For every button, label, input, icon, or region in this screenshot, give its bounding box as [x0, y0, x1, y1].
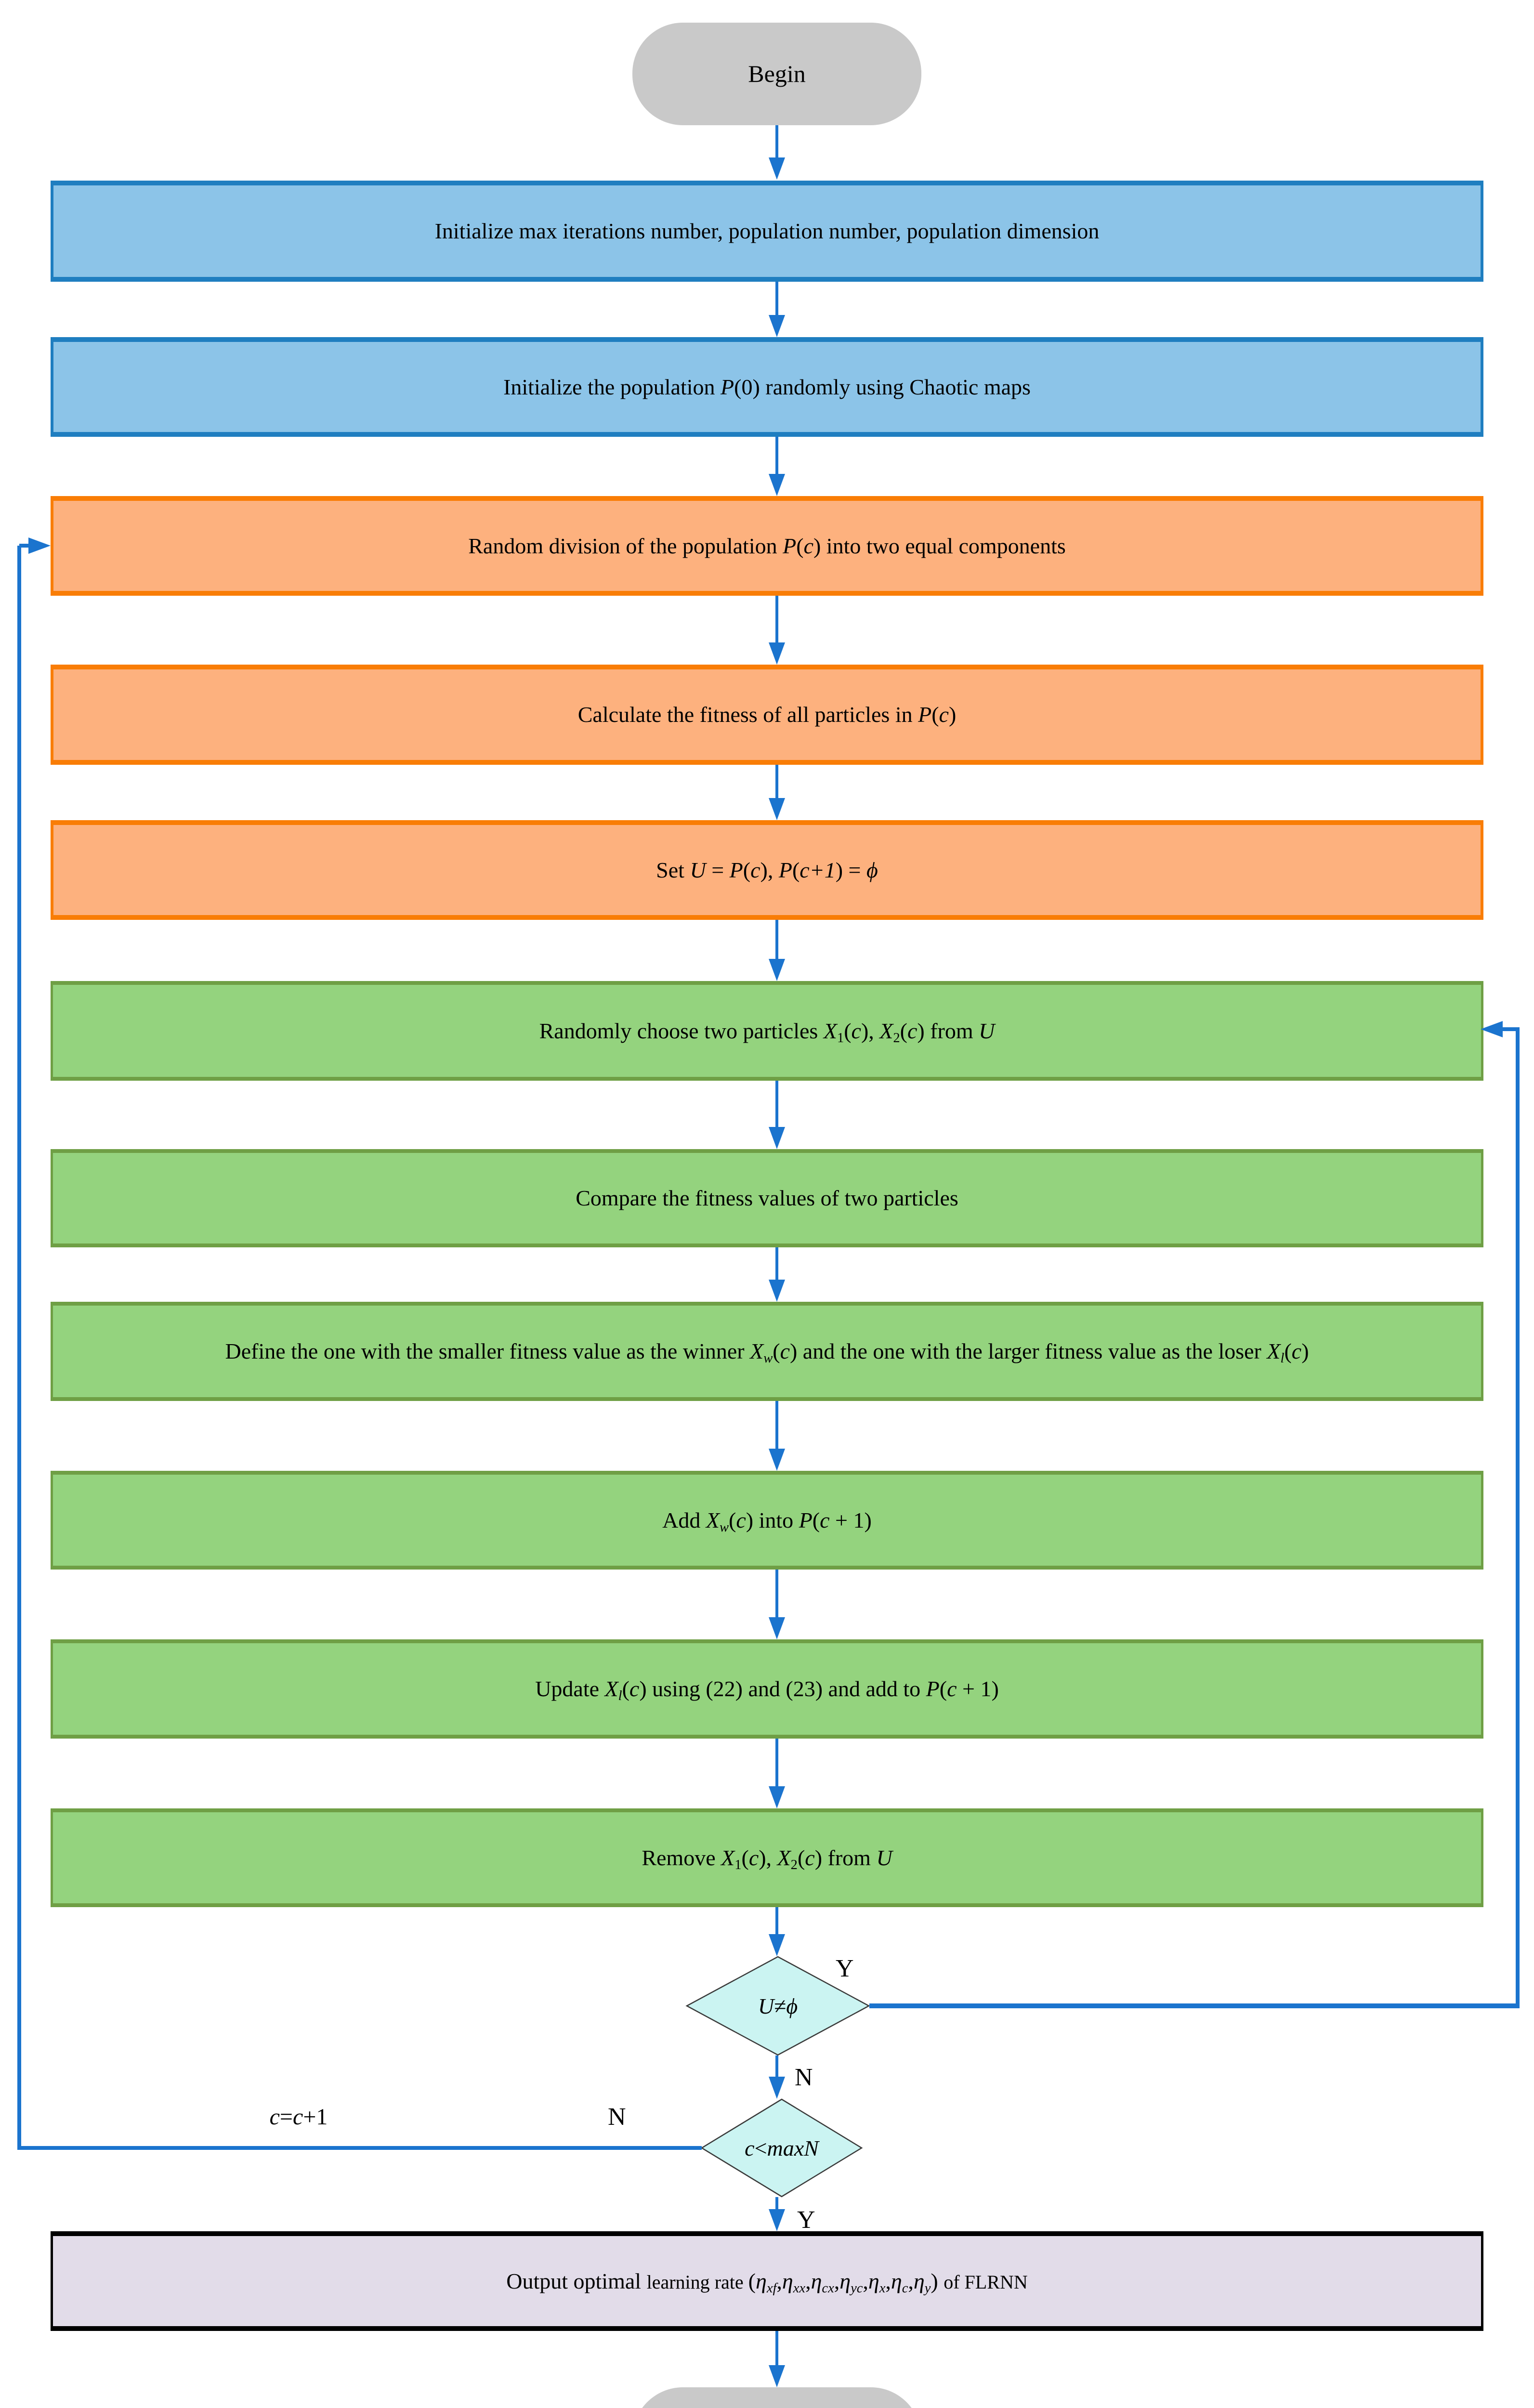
initialize-parameters-label: Initialize max iterations number, popula… — [434, 219, 1100, 244]
arrow-init-to-population-head — [769, 315, 785, 337]
arrow-division-to-fitness-line — [775, 596, 778, 644]
label-yes-c: Y — [797, 2206, 815, 2234]
arrow-update-to-remove-line — [775, 1739, 778, 1788]
c-less-maxn-label: c<maxN — [745, 2135, 819, 2160]
edge-yes-u-vertical — [1516, 1029, 1520, 2006]
arrow-output-to-end-head — [769, 2365, 785, 2387]
arrow-define-to-add-line — [775, 1401, 778, 1450]
arrow-setu-to-choose-line — [775, 920, 778, 960]
arrow-population-to-division-head — [769, 474, 785, 496]
node-output-learning-rates: Output optimal learning rate (ηxf,ηxx,ηc… — [51, 2231, 1483, 2331]
node-add-winner: Add Xw(c) into P(c + 1) — [51, 1471, 1483, 1570]
random-division-label: Random division of the population P(c) i… — [468, 533, 1066, 558]
label-no-u: N — [795, 2063, 813, 2092]
arrow-add-to-update-head — [769, 1617, 785, 1639]
set-u-label: Set U = P(c), P(c+1) = ϕ — [656, 857, 878, 882]
compare-fitness-label: Compare the fitness values of two partic… — [576, 1186, 958, 1211]
update-loser-label: Update Xl(c) using (22) and (23) and add… — [535, 1676, 999, 1704]
begin-label: Begin — [748, 60, 806, 88]
node-remove-particles: Remove X1(c), X2(c) from U — [51, 1808, 1483, 1907]
arrow-fitness-to-setu-line — [775, 765, 778, 799]
edge-no-c-vertical — [17, 546, 21, 2150]
arrow-compare-to-define-head — [769, 1280, 785, 1302]
arrow-population-to-division-line — [775, 437, 778, 475]
arrow-diamond1-to-diamond2-head — [769, 2077, 785, 2099]
label-no-c: N — [608, 2103, 626, 2131]
remove-particles-label: Remove X1(c), X2(c) from U — [642, 1845, 892, 1872]
output-learning-rates-label: Output optimal learning rate (ηxf,ηxx,ηc… — [506, 2268, 1028, 2296]
edge-no-c-arrowhead — [28, 537, 51, 554]
node-random-division: Random division of the population P(c) i… — [51, 496, 1483, 596]
edge-yes-u-stub — [1501, 1027, 1520, 1031]
diamond-u-not-empty: U≠ϕ — [685, 1955, 870, 2056]
node-initialize-population: Initialize the population P(0) randomly … — [51, 337, 1483, 437]
calculate-fitness-label: Calculate the fitness of all particles i… — [577, 702, 957, 727]
node-initialize-parameters: Initialize max iterations number, popula… — [51, 181, 1483, 282]
edge-no-c-horizontal — [17, 2146, 702, 2150]
arrow-compare-to-define-line — [775, 1247, 778, 1281]
arrow-update-to-remove-head — [769, 1786, 785, 1808]
arrow-begin-to-init-line — [775, 125, 778, 159]
arrow-division-to-fitness-head — [769, 642, 785, 665]
arrow-define-to-add-head — [769, 1449, 785, 1471]
arrow-choose-to-compare-head — [769, 1127, 785, 1149]
node-set-u: Set U = P(c), P(c+1) = ϕ — [51, 820, 1483, 920]
label-yes-u-text: Y — [836, 1955, 854, 1982]
label-c-increment: c=c+1 — [241, 2104, 356, 2130]
arrow-init-to-population-line — [775, 282, 778, 316]
node-begin-terminator: Begin — [632, 23, 921, 125]
arrow-diamond1-to-diamond2-line — [775, 2055, 778, 2079]
arrow-add-to-update-line — [775, 1570, 778, 1619]
arrow-remove-to-diamond1-line — [775, 1907, 778, 1936]
arrow-remove-to-diamond1-head — [769, 1934, 785, 1956]
arrow-diamond2-to-output-head — [769, 2209, 785, 2231]
node-compare-fitness: Compare the fitness values of two partic… — [51, 1149, 1483, 1247]
node-end-terminator: End — [632, 2387, 921, 2408]
node-calculate-fitness: Calculate the fitness of all particles i… — [51, 665, 1483, 765]
initialize-population-label: Initialize the population P(0) randomly … — [503, 374, 1031, 399]
arrow-fitness-to-setu-head — [769, 798, 785, 820]
define-winner-loser-label: Define the one with the smaller fitness … — [225, 1339, 1309, 1366]
arrow-setu-to-choose-head — [769, 959, 785, 981]
u-not-empty-label: U≠ϕ — [758, 1993, 798, 2018]
edge-yes-u-arrowhead — [1481, 1021, 1503, 1037]
arrow-choose-to-compare-line — [775, 1081, 778, 1128]
add-winner-label: Add Xw(c) into P(c + 1) — [662, 1507, 872, 1535]
label-c-increment-text: c=c+1 — [269, 2104, 328, 2130]
label-no-u-text: N — [795, 2064, 813, 2091]
diamond-u-not-empty-shape — [685, 1956, 870, 2056]
node-choose-particles: Randomly choose two particles X1(c), X2(… — [51, 981, 1483, 1081]
label-yes-c-text: Y — [797, 2206, 815, 2234]
label-no-c-text: N — [608, 2103, 626, 2131]
diamond-c-less-maxn: c<maxN — [700, 2098, 863, 2198]
label-yes-u: Y — [836, 1954, 854, 1983]
choose-particles-label: Randomly choose two particles X1(c), X2(… — [539, 1018, 995, 1046]
arrow-begin-to-init-head — [769, 157, 785, 180]
arrow-output-to-end-line — [775, 2331, 778, 2367]
edge-no-c-stub — [19, 544, 31, 548]
diamond-c-less-maxn-shape — [700, 2098, 863, 2198]
edge-yes-u-horizontal — [869, 2003, 1520, 2008]
arrow-diamond2-to-output-line — [775, 2197, 778, 2212]
node-define-winner-loser: Define the one with the smaller fitness … — [51, 1302, 1483, 1401]
node-update-loser: Update Xl(c) using (22) and (23) and add… — [51, 1639, 1483, 1739]
